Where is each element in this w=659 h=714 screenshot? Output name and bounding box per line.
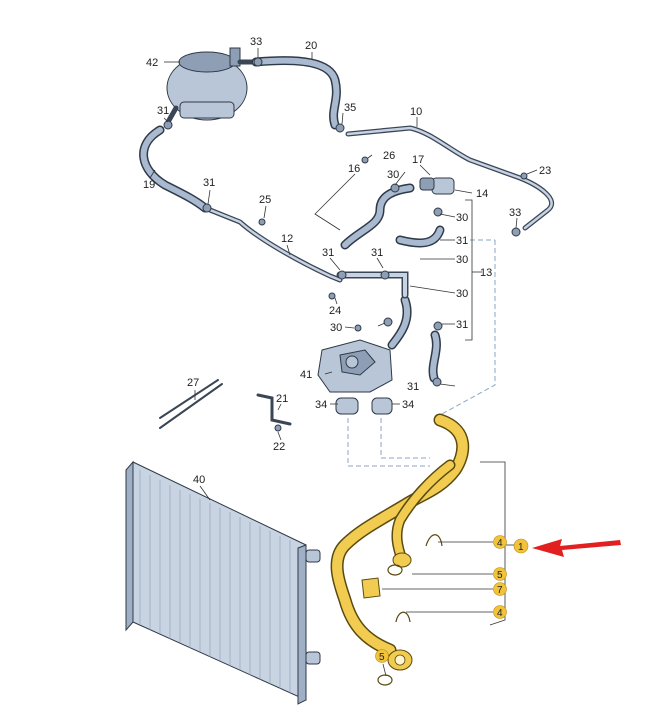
label-25: 25 (259, 194, 271, 206)
leader-lines (149, 48, 538, 677)
label-41: 41 (300, 369, 312, 381)
label-7: 7 (497, 585, 503, 596)
label-31a: 31 (157, 105, 169, 117)
label-30d: 30 (456, 288, 468, 300)
label-13: 13 (480, 267, 492, 279)
coolant-hose-highlighted (330, 413, 470, 686)
label-26: 26 (383, 150, 395, 162)
label-17: 17 (412, 154, 424, 166)
label-31c: 31 (456, 235, 468, 247)
label-22: 22 (273, 441, 285, 453)
callout-guide-lines (347, 239, 496, 467)
label-30b: 30 (456, 212, 468, 224)
thermostat-housing (317, 339, 393, 415)
label-4a: 4 (497, 538, 503, 549)
label-14: 14 (476, 188, 488, 200)
pipe-10 (345, 125, 554, 231)
label-35: 35 (344, 102, 356, 114)
label-5b: 5 (379, 652, 385, 663)
small-parts (159, 57, 528, 432)
callout-badges (375, 535, 529, 663)
expansion-tank (165, 47, 255, 125)
label-23: 23 (539, 165, 551, 177)
label-30a: 30 (387, 169, 399, 181)
red-arrow-icon (532, 539, 621, 557)
part-numbers: 1 4 5 7 4 5 42 33 20 31 19 31 25 12 35 1… (143, 36, 551, 663)
label-34b: 34 (402, 399, 414, 411)
label-30e: 30 (330, 322, 342, 334)
label-20: 20 (305, 40, 317, 52)
label-12: 12 (281, 233, 293, 245)
hose-19 (139, 125, 210, 213)
label-42: 42 (146, 57, 158, 69)
label-31e: 31 (322, 247, 334, 259)
label-1: 1 (518, 542, 524, 553)
label-4b: 4 (497, 608, 503, 619)
label-27: 27 (187, 377, 199, 389)
label-16: 16 (348, 163, 360, 175)
label-30c: 30 (456, 254, 468, 266)
label-19: 19 (143, 179, 155, 191)
pipe-12 (207, 207, 343, 283)
label-5a: 5 (497, 570, 503, 581)
label-24: 24 (329, 305, 341, 317)
label-33a: 33 (250, 36, 262, 48)
label-31d: 31 (456, 319, 468, 331)
label-31b: 31 (203, 177, 215, 189)
radiator (125, 460, 321, 705)
label-10: 10 (410, 106, 422, 118)
label-34a: 34 (315, 399, 327, 411)
label-40: 40 (193, 474, 205, 486)
hose-20 (251, 56, 341, 130)
label-31f: 31 (371, 247, 383, 259)
label-31g: 31 (407, 381, 419, 393)
label-21: 21 (276, 393, 288, 405)
label-33b: 33 (509, 207, 521, 219)
